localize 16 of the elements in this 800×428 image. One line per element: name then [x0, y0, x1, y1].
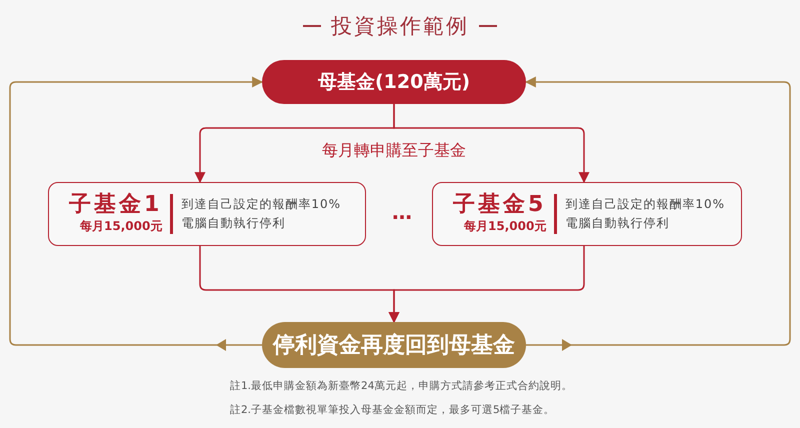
return-pill: 停利資金再度回到母基金 [262, 322, 526, 368]
monthly-amount: 每月15,000元 [80, 218, 162, 235]
title: 投資操作範例 [331, 13, 469, 40]
fund-description: 到達自己設定的報酬率10%電腦自動執行停利 [565, 196, 726, 232]
footnote: 註1.最低申購金額為新臺幣24萬元起，申購方式請參考正式合約說明。 [230, 379, 572, 393]
fund-card [48, 182, 366, 246]
footnote: 註2.子基金檔數視單筆投入母基金金額而定，最多可選5檔子基金。 [230, 403, 555, 417]
fund-description: 到達自己設定的報酬率10%電腦自動執行停利 [181, 196, 342, 232]
parent-fund-pill: 母基金(120萬元) [262, 60, 526, 104]
monthly-amount: 每月15,000元 [464, 218, 546, 235]
ellipsis: … [392, 200, 412, 224]
fund-card [432, 182, 742, 246]
arrow [388, 246, 585, 324]
fund-name: 子基金5 [453, 193, 546, 218]
fund-name: 子基金1 [69, 193, 162, 218]
arrow [393, 104, 590, 184]
